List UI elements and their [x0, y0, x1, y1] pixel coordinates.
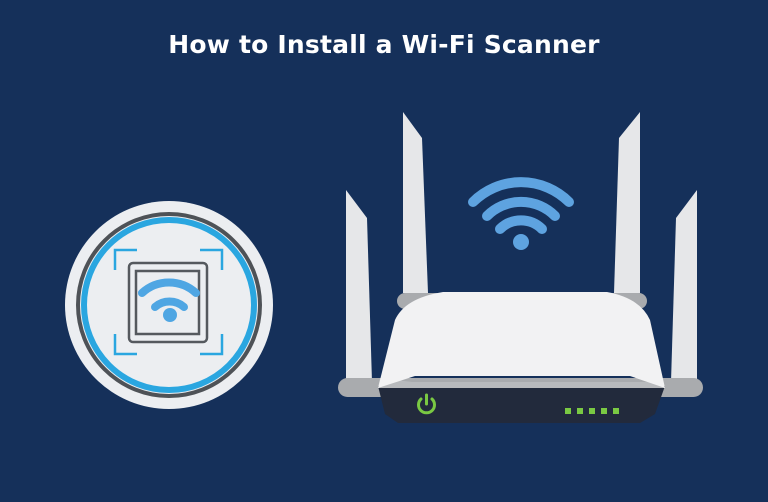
wifi-signal-icon [468, 177, 574, 234]
wifi-scanner-badge-icon [65, 201, 273, 409]
router-icon [338, 112, 703, 423]
scan-frame-brackets [113, 248, 224, 356]
status-leds [565, 408, 619, 414]
power-icon [417, 393, 436, 415]
wifi-icon [138, 278, 200, 311]
page-title: How to Install a Wi-Fi Scanner [168, 30, 600, 59]
